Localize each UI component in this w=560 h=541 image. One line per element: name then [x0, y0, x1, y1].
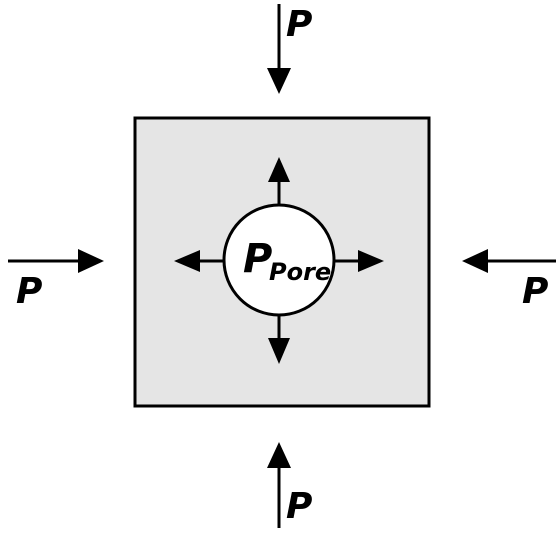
arrow-right	[462, 249, 556, 273]
pore-arrow-right	[334, 250, 384, 272]
pore-pressure-label: P Pore	[243, 236, 331, 286]
arrow-left	[8, 249, 104, 273]
pore-arrow-down	[268, 315, 290, 364]
pore-arrow-up	[268, 157, 290, 205]
label-left-p: P	[16, 271, 42, 312]
label-top-p: P	[286, 4, 312, 45]
label-right-p: P	[522, 271, 548, 312]
label-bottom-p: P	[286, 486, 312, 527]
arrow-bottom	[267, 442, 291, 528]
pore-arrow-left	[174, 250, 224, 272]
arrow-top	[267, 4, 291, 94]
pore-label-p: P	[243, 236, 272, 282]
pore-label-subscript: Pore	[269, 258, 331, 286]
